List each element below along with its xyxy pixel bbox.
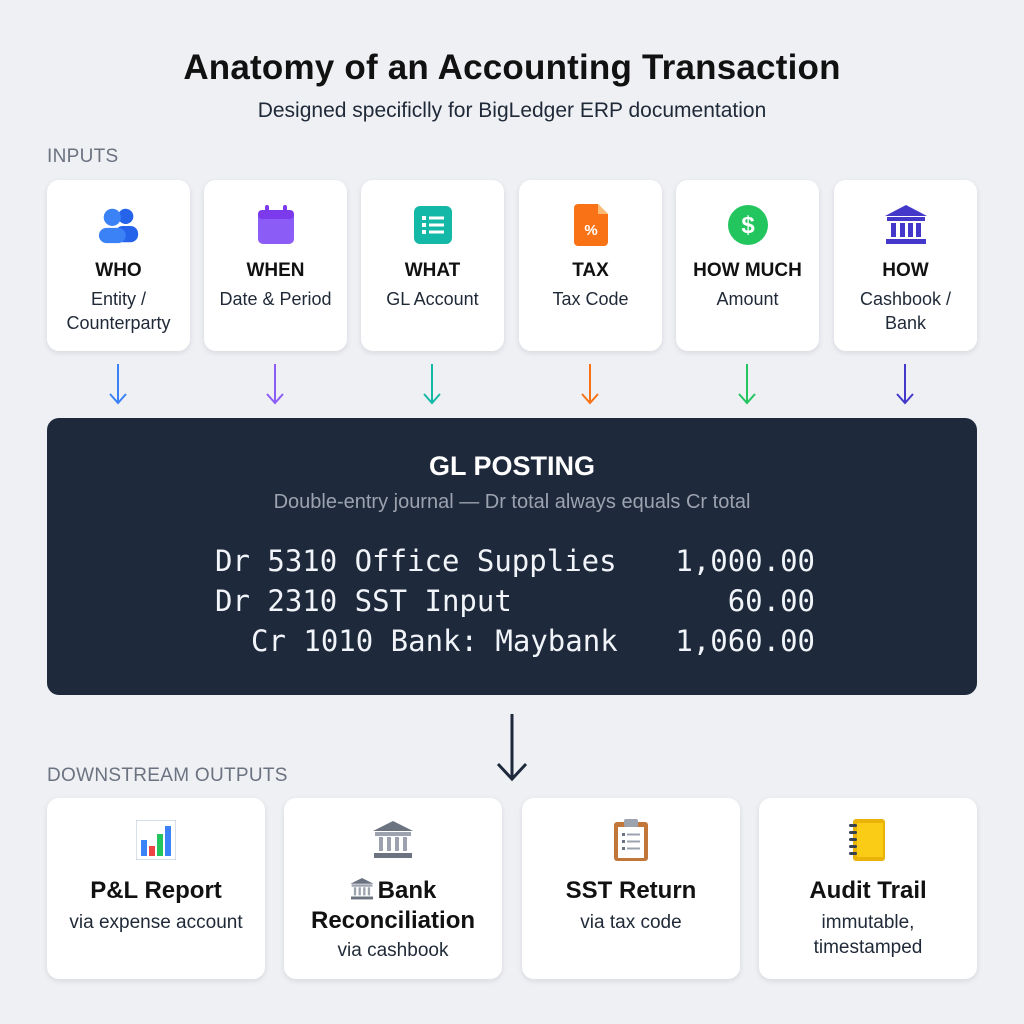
input-arrows <box>109 364 914 405</box>
input-card-title: HOW <box>882 260 929 281</box>
journal-entries: Dr 5310 Office Supplies 1,000.00 Dr 2310… <box>215 544 815 664</box>
svg-text:$: $ <box>741 212 755 239</box>
output-card-subtitle: via cashbook <box>337 940 449 961</box>
gl-posting-subtitle: Double-entry journal — Dr total always e… <box>273 491 751 513</box>
inputs-row: WHO Entity / Counterparty WHEN Date & Pe… <box>47 180 977 351</box>
input-card-title: WHO <box>95 260 142 281</box>
calendar-icon <box>254 203 298 247</box>
output-card-sst-return: SST Return via tax code <box>522 798 740 979</box>
svg-text:%: % <box>584 222 597 239</box>
bar-chart-icon <box>134 818 178 862</box>
journal-line: Dr 2310 SST Input 60.00 <box>215 584 815 624</box>
input-card-title: WHEN <box>246 260 305 281</box>
journal-amount: 1,060.00 <box>675 624 815 658</box>
input-card-subtitle: GL Account <box>386 289 479 309</box>
input-card-title: TAX <box>572 260 609 281</box>
journal-line: Cr 1010 Bank: Maybank 1,060.00 <box>215 624 815 664</box>
input-card-subtitle: Amount <box>716 289 779 309</box>
output-card-pl-report: P&L Report via expense account <box>47 798 265 979</box>
input-card-how: HOW Cashbook / Bank <box>834 180 977 351</box>
output-card-title: SST Return <box>565 877 697 904</box>
output-card-subtitle: immutable, timestamped <box>813 912 923 958</box>
output-card-title: P&L Report <box>90 877 222 904</box>
output-card-title: Audit Trail <box>809 877 927 904</box>
output-card-title-text: Bank Reconciliation <box>310 877 476 934</box>
input-card-subtitle: Date & Period <box>219 289 332 309</box>
arrow-down-icon <box>496 714 528 782</box>
journal-line: Dr 5310 Office Supplies 1,000.00 <box>215 544 815 584</box>
gl-posting-panel: GL POSTING Double-entry journal — Dr tot… <box>47 418 977 695</box>
journal-amount: 60.00 <box>727 584 815 618</box>
clipboard-icon <box>609 818 653 862</box>
input-card-when: WHEN Date & Period <box>204 180 347 351</box>
journal-amount: 1,000.00 <box>675 544 815 578</box>
page-subtitle: Designed specificlly for BigLedger ERP d… <box>257 99 767 122</box>
input-card-how-much: $ HOW MUCH Amount <box>676 180 819 351</box>
arrow-down-icon <box>738 364 756 405</box>
journal-account: Cr 1010 Bank: Maybank <box>251 624 618 658</box>
ledger-book-icon <box>846 818 890 862</box>
inputs-section-label: INPUTS <box>47 146 119 167</box>
arrow-down-icon <box>896 364 914 405</box>
outputs-row: P&L Report via expense account <box>47 798 977 979</box>
bank-icon <box>884 203 928 247</box>
users-icon <box>97 203 141 247</box>
journal-account: Dr 2310 SST Input <box>215 584 512 618</box>
bank-building-icon <box>350 878 374 900</box>
input-card-who: WHO Entity / Counterparty <box>47 180 190 351</box>
input-card-what: WHAT GL Account <box>361 180 504 351</box>
arrow-down-icon <box>581 364 599 405</box>
input-card-title: WHAT <box>404 260 461 281</box>
outputs-section-label: DOWNSTREAM OUTPUTS <box>47 765 288 786</box>
input-card-subtitle: Entity / Counterparty <box>66 289 171 333</box>
input-card-subtitle: Cashbook / Bank <box>859 289 952 333</box>
list-icon <box>411 203 455 247</box>
arrow-down-icon <box>423 364 441 405</box>
page-title: Anatomy of an Accounting Transaction <box>183 48 841 87</box>
output-card-subtitle: via tax code <box>580 912 682 933</box>
dollar-icon: $ <box>726 203 770 247</box>
input-card-tax: % TAX Tax Code <box>519 180 662 351</box>
output-card-bank-reconciliation: Bank Reconciliation via cashbook <box>284 798 502 979</box>
gl-posting-title: GL POSTING <box>428 451 596 481</box>
output-card-subtitle: via expense account <box>69 912 243 933</box>
arrow-down-icon <box>266 364 284 405</box>
output-card-title: Bank Reconciliation <box>284 876 502 936</box>
bank-building-icon <box>371 818 415 862</box>
tax-document-icon: % <box>569 203 613 247</box>
arrow-down-icon <box>109 364 127 405</box>
input-card-subtitle: Tax Code <box>552 289 629 309</box>
output-card-audit-trail: Audit Trail immutable, timestamped <box>759 798 977 979</box>
input-card-title: HOW MUCH <box>693 260 802 281</box>
journal-account: Dr 5310 Office Supplies <box>215 544 617 578</box>
